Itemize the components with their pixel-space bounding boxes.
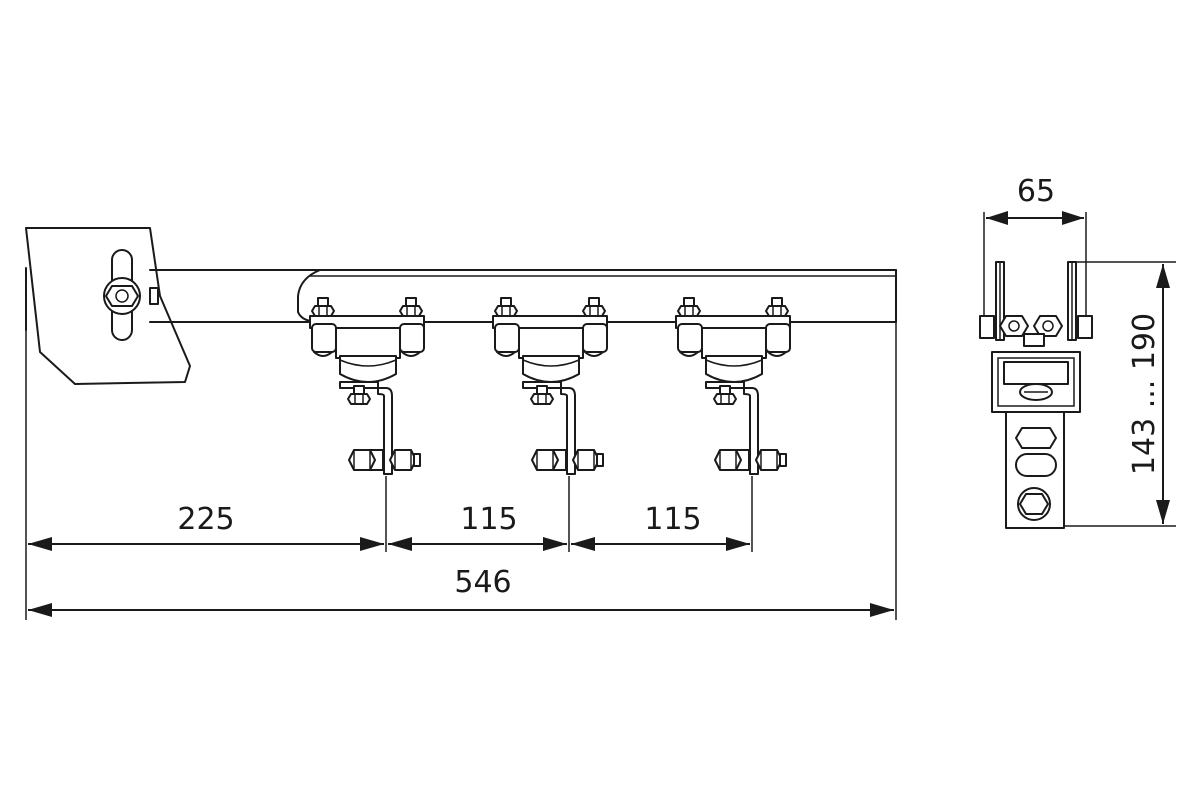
hanger-1 [310,298,424,474]
hanger-3 [676,298,790,474]
dim-label-225: 225 [177,502,234,537]
dimension-115-b: 115 [571,502,750,551]
dim-label-115-a: 115 [460,502,517,537]
dimension-65: 65 [986,174,1084,225]
dimension-225: 225 [28,502,384,551]
dimension-height: 143 ... 190 [1127,264,1170,524]
dim-label-115-b: 115 [644,502,701,537]
front-view: 225 115 115 546 [25,227,897,620]
dim-label-143-190: 143 ... 190 [1127,313,1162,475]
dim-label-65: 65 [1017,174,1055,209]
side-view: 65 143 ... 190 [979,174,1176,529]
dimension-546: 546 [28,565,894,617]
dim-label-546: 546 [454,565,511,600]
dimension-115-a: 115 [388,502,567,551]
hanger-2 [493,298,607,474]
